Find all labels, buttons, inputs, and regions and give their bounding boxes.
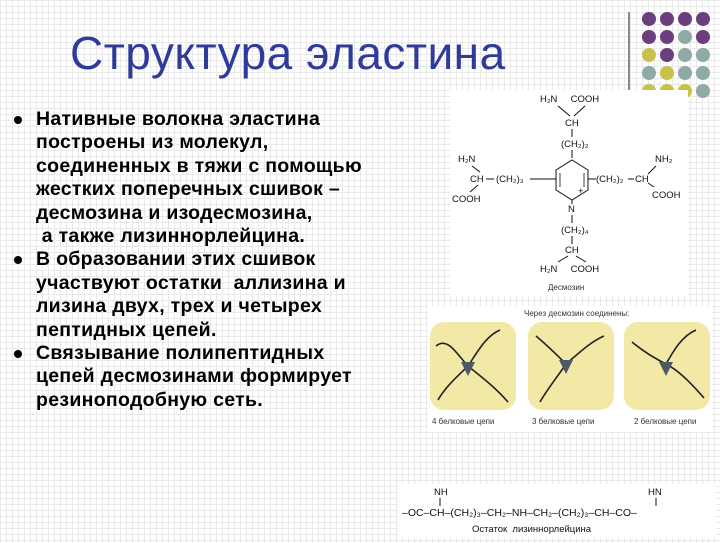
dot [660,48,674,62]
left-group: H₂N [458,154,476,165]
slide-title: Структура эластина [70,27,506,79]
dot [678,66,692,80]
top-group: H₂N COOH [540,94,599,105]
dot [642,12,656,26]
bond [647,182,655,188]
crosslink-label: 2 белковые цепи [634,417,696,426]
dot [678,30,692,44]
dot [696,84,710,98]
dot [660,66,674,80]
top-right-hn: HN [648,487,662,498]
right-nh2: NH₂ [655,154,673,165]
left-chain: (CH₂)₃ [496,174,524,185]
desmosine-structure: H₂N COOH CH (CH₂)₂ N + H₂N CH (CH₂)₃ COO… [450,90,688,296]
desmosine-node [659,362,673,376]
bullet-marker [14,256,22,265]
left-ch: CH [470,174,484,185]
bullet-line: участвуют остатки аллизина и [36,271,346,294]
formula-caption: Остаток лизиннорлейцина [472,524,592,535]
top-left-nh: NH [434,487,448,498]
desmosine-node [559,360,573,374]
formula-text: –OC–CH–(CH₂)₃–CH₂–NH–CH₂–(CH₂)₃–CH–CO– [402,507,637,519]
bottom-ch: CH [565,245,579,256]
dot [696,48,710,62]
bullet-marker [14,350,22,359]
bullet-line: построены из молекул, [36,131,269,154]
left-cooh: COOH [452,194,481,205]
bullet-line: жестких поперечных сшивок – [36,178,341,201]
bond [471,165,481,173]
crosslink-diagram: Через десмозин соединены: 4 белковые цеп… [430,309,710,426]
bullet-line: резиноподобную сеть. [36,388,263,411]
dot [642,66,656,80]
chain-blob [528,322,614,410]
bullet-line: а также лизиннорлейцина. [36,225,306,248]
bond [573,105,586,117]
right-cooh: COOH [652,190,681,201]
dot [696,66,710,80]
bullet-line: Связывание полипептидных [36,342,325,365]
right-ch: CH [635,174,649,185]
bullet-marker [14,116,22,124]
bullet-line: соединенных в тяжи с помощью [36,154,362,177]
protein-chains [435,329,509,403]
crosslink-header: Через десмозин соединены: [524,309,629,318]
bullet-line: лизина двух, трех и четырех [36,295,323,318]
lysinonorleucine-diagram: NH HN –OC–CH–(CH₂)₃–CH₂–NH–CH₂–(CH₂)₃–CH… [402,487,662,535]
dot [642,48,656,62]
positive-charge: + [578,186,584,197]
top-ch: CH [565,118,579,129]
desmosine-caption: Десмозин [548,283,584,292]
dot [660,12,674,26]
right-chain: (CH₂)₂ [596,174,624,185]
dot [642,30,656,44]
desmosine-node [461,362,475,376]
bullet-item: Связывание полипептидных цепей десмозина… [14,342,434,412]
bullet-line: цепей десмозинами формирует [36,365,352,388]
dot [660,30,674,44]
bullet-line: десмозина и изодесмозина, [36,201,313,224]
top-chain: (CH₂)₂ [561,139,589,150]
dot [696,12,710,26]
bottom-chain: (CH₂)₄ [561,225,589,236]
bullet-line: В образовании этих сшивок [36,248,316,271]
bond [575,255,587,263]
bond [557,255,569,263]
bullet-line: Нативные волокна эластина [36,108,321,130]
bond [557,105,571,117]
dot [696,30,710,44]
dot [678,12,692,26]
dot [678,48,692,62]
bullet-item: В образовании этих сшивок участвуют оста… [14,248,434,342]
ring-nitrogen: N [568,204,575,215]
lysinonorleucine-formula: NH HN –OC–CH–(CH₂)₃–CH₂–NH–CH₂–(CH₂)₃–CH… [398,484,716,538]
bond [469,184,479,193]
divider-line [628,12,630,130]
crosslink-label: 4 белковые цепи [432,417,494,426]
bullet-line: пептидных цепей. [36,318,217,341]
bottom-group: H₂N COOH [540,264,599,275]
desmosine-diagram: H₂N COOH CH (CH₂)₂ N + H₂N CH (CH₂)₃ COO… [452,94,681,292]
crosslink-label: 3 белковые цепи [532,417,594,426]
bullet-list: Нативные волокна эластина построены из м… [14,108,434,412]
bond [647,165,657,175]
bullet-item: Нативные волокна эластина построены из м… [14,108,434,248]
crosslink-panel: Через десмозин соединены: 4 белковые цеп… [428,306,712,432]
